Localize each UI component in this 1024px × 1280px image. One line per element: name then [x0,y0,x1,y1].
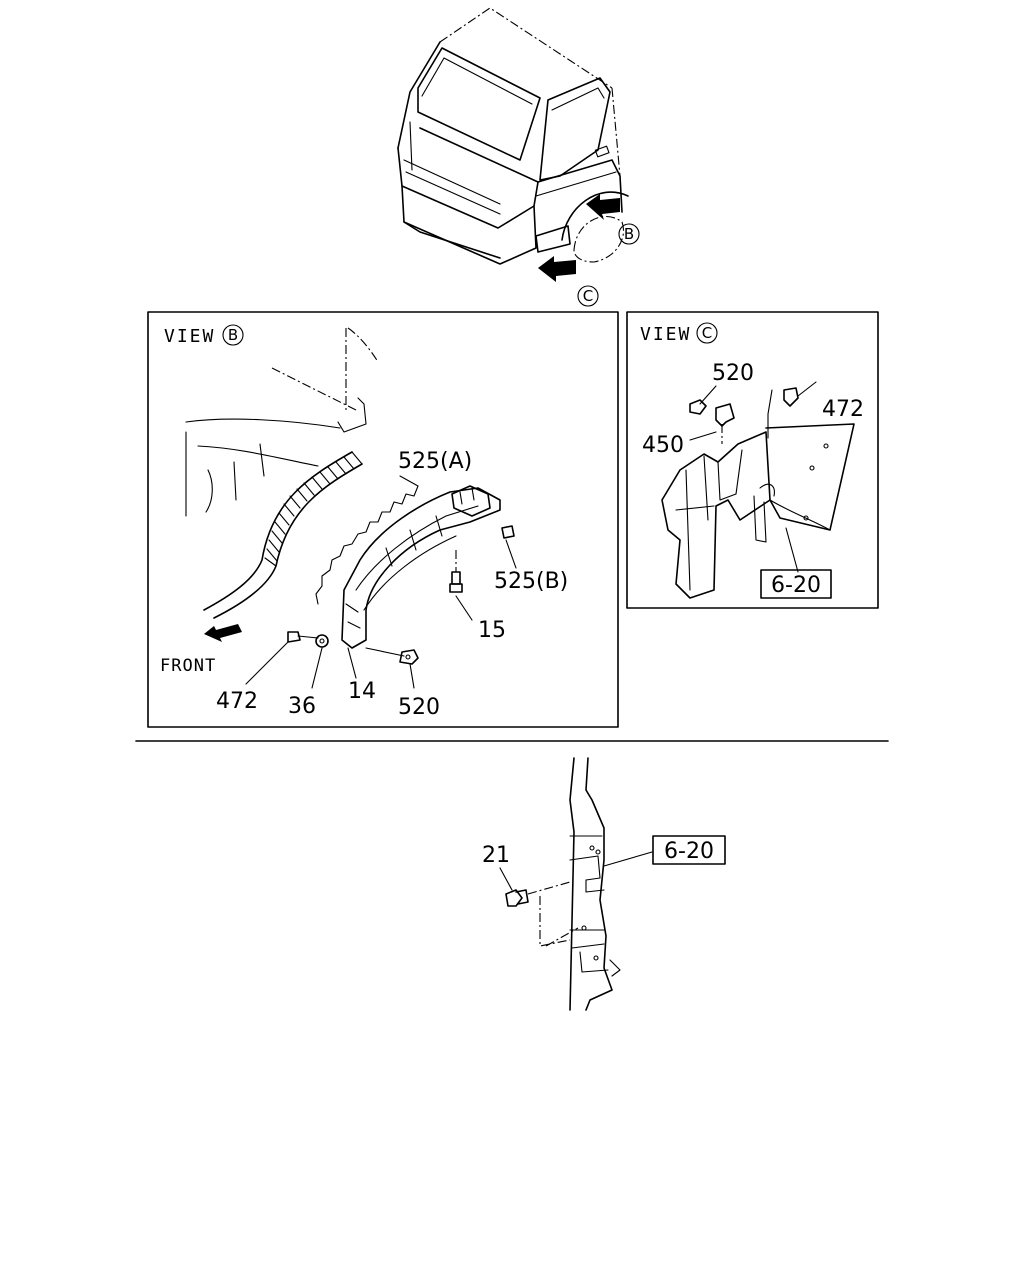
part-label-472: 472 [822,397,864,422]
part-label-15: 15 [478,618,506,643]
part-label-525b: 525(B) [494,569,568,594]
part-label-14: 14 [348,679,376,704]
view-c-title: VIEW [640,324,691,345]
ref-box-6-20-lower: 6-20 [652,835,726,865]
part-label-520: 520 [712,361,754,386]
view-b-letter: B [228,326,238,344]
part-label-36: 36 [288,694,316,719]
ref-label-6-20-lower: 6-20 [664,839,714,864]
part-label-472: 472 [216,689,258,714]
callout-b: B [618,223,640,245]
part-label-450: 450 [642,433,684,458]
part-label-520: 520 [398,695,440,720]
callout-c-label: C [583,287,593,305]
front-label: FRONT [160,656,216,676]
callout-b-label: B [624,225,634,243]
view-b-panel: VIEW B [147,311,619,728]
hatch-band [264,451,363,567]
truck-cab-illustration: B C [397,7,640,307]
callout-c: C [577,285,599,307]
view-c-panel: VIEW C 520 472 450 [626,311,879,609]
arrow-c-icon [538,256,576,282]
part-label-21: 21 [482,843,510,868]
view-b-title: VIEW [164,326,215,347]
front-arrow-icon [204,624,242,642]
view-c-letter: C [702,324,712,342]
arrow-b-icon [586,194,620,220]
ref-box-6-20: 6-20 [760,569,832,599]
ref-label-6-20: 6-20 [771,573,821,598]
part-label-525a: 525(A) [398,449,472,474]
lower-detail: 21 6-20 [482,757,726,1011]
